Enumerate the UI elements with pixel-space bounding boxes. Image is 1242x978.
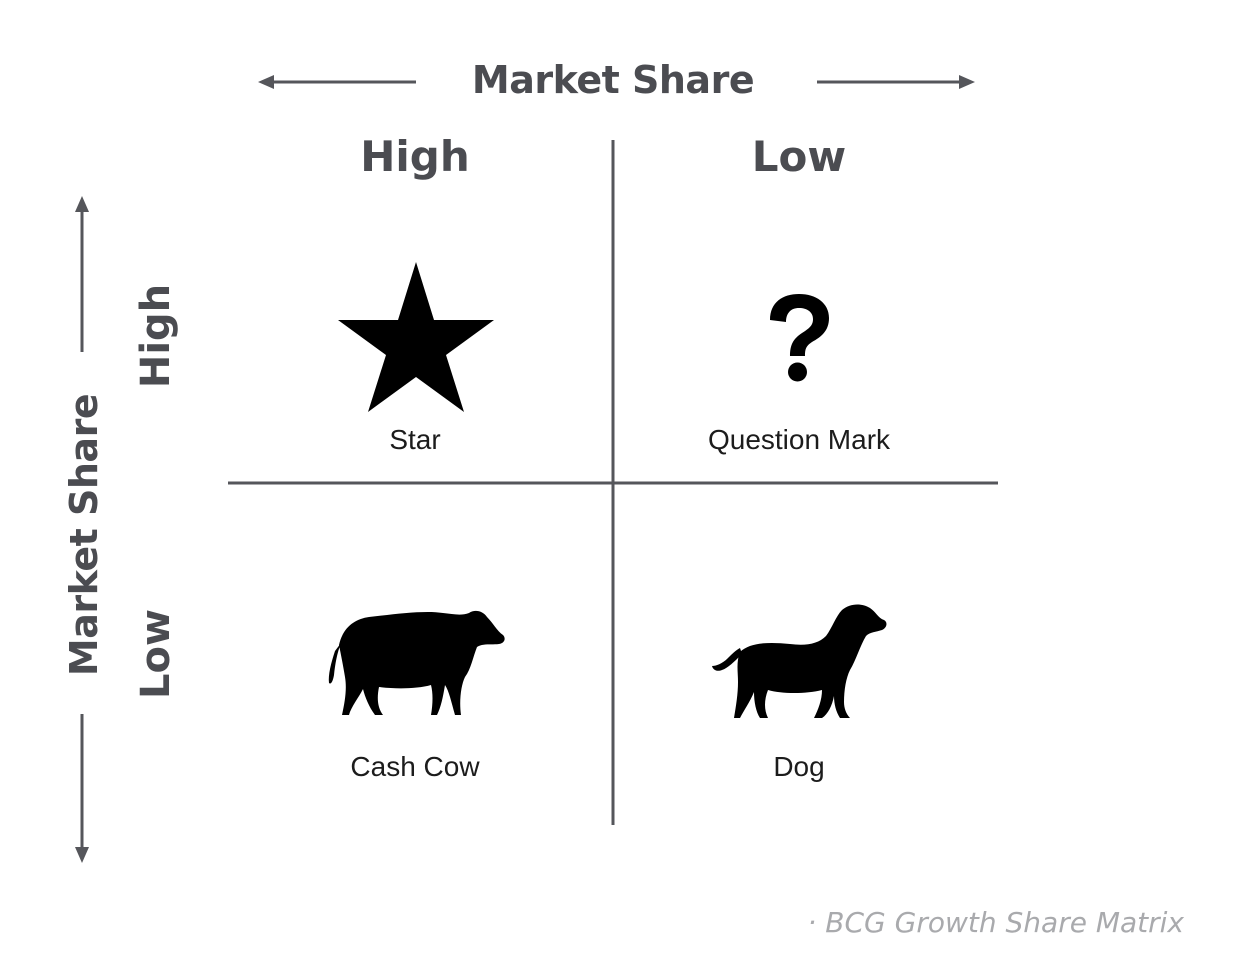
quadrant-label-question-mark: Question Mark (707, 424, 891, 455)
cow-icon (325, 605, 507, 717)
quadrant-label-cash-cow: Cash Cow (350, 751, 480, 782)
quadrant-label-dog: Dog (773, 751, 825, 782)
quadrant-label-star: Star (389, 424, 441, 455)
star-icon (337, 262, 495, 412)
y-axis-title: Market Share (62, 393, 106, 677)
x-axis-title: Market Share (471, 58, 755, 102)
footer-caption: · BCG Growth Share Matrix (807, 906, 1185, 939)
row-header-low: Low (133, 609, 179, 699)
column-header-low: Low (751, 132, 847, 181)
question-mark-icon (766, 292, 832, 384)
column-header-high: High (360, 132, 470, 181)
row-header-high: High (133, 283, 179, 389)
dog-icon (710, 602, 888, 720)
